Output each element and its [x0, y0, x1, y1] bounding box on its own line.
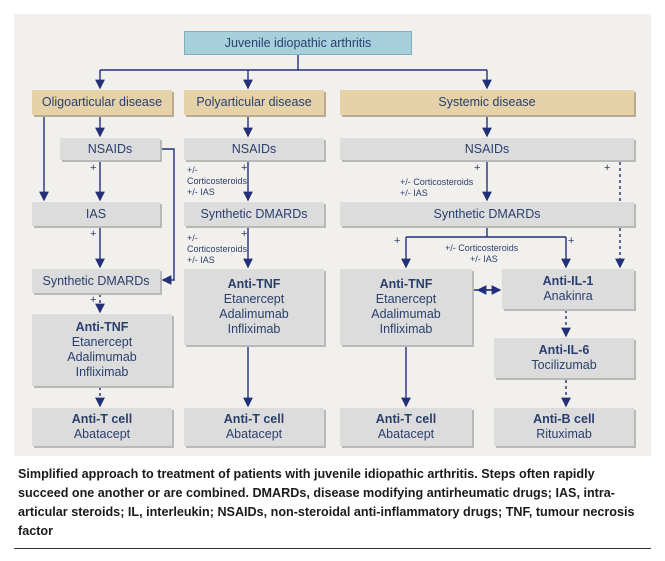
- poly-anti-t-title: Anti-T cell: [223, 412, 285, 426]
- caption-rule: [14, 548, 651, 549]
- sys-anti-b-cell: Anti-B cell Rituximab: [494, 408, 634, 446]
- oligo-nsaids: NSAIDs: [60, 138, 160, 160]
- oligo-adalimumab: Adalimumab: [67, 350, 137, 364]
- sys-etanercept: Etanercept: [375, 292, 437, 306]
- poly-pm-label-1: +/-: [187, 165, 198, 175]
- sys-plus-il1-2: +: [568, 235, 575, 247]
- oligo-etanercept: Etanercept: [71, 335, 133, 349]
- poly-anti-tnf: Anti-TNF Etanercept Adalimumab Inflixima…: [184, 269, 324, 345]
- poly-abatacept: Abatacept: [225, 427, 283, 441]
- sys-anti-b-title: Anti-B cell: [533, 412, 595, 426]
- oligo-plus-1: +: [90, 162, 97, 174]
- sys-anti-il1-title: Anti-IL-1: [542, 274, 594, 288]
- oligo-nsaids-label: NSAIDs: [87, 141, 133, 156]
- sys-anti-t-title: Anti-T cell: [375, 412, 437, 426]
- sys-anti-t-cell: Anti-T cell Abatacept: [340, 408, 472, 446]
- poly-plus-1: +: [241, 162, 248, 174]
- sys-plus-tnf: +: [394, 235, 401, 247]
- poly-etanercept: Etanercept: [223, 292, 285, 306]
- sys-rituximab: Rituximab: [536, 427, 592, 441]
- header-systemic: Systemic disease: [340, 90, 634, 115]
- sys-adalimumab: Adalimumab: [371, 307, 441, 321]
- sys-nsaids: NSAIDs: [340, 138, 634, 160]
- sys-anti-il1: Anti-IL-1 Anakinra: [502, 269, 634, 309]
- sys-nsaids-label: NSAIDs: [464, 141, 510, 156]
- poly-nsaids-label: NSAIDs: [231, 141, 277, 156]
- poly-ias-label-1: +/- IAS: [187, 187, 215, 197]
- poly-plus-2: +: [241, 228, 248, 240]
- poly-infliximab: Infliximab: [227, 322, 281, 336]
- sys-anti-tnf: Anti-TNF Etanercept Adalimumab Inflixima…: [340, 269, 472, 345]
- sys-cortico-label-1: +/- Corticosteroids: [400, 177, 474, 187]
- poly-anti-tnf-title: Anti-TNF: [227, 277, 281, 291]
- root-label: Juvenile idiopathic arthritis: [224, 35, 372, 50]
- oligo-synthetic-dmards: Synthetic DMARDs: [32, 269, 160, 293]
- sys-anakinra: Anakinra: [543, 289, 593, 303]
- sys-cortico-label-2: +/- Corticosteroids: [445, 243, 519, 253]
- oligo-anti-tnf: Anti-TNF Etanercept Adalimumab Inflixima…: [32, 314, 172, 386]
- oligo-ias: IAS: [32, 202, 160, 226]
- oligo-anti-t-cell: Anti-T cell Abatacept: [32, 408, 172, 446]
- oligo-plus-3: +: [90, 294, 97, 306]
- poly-anti-t-cell: Anti-T cell Abatacept: [184, 408, 324, 446]
- header-polyarticular-label: Polyarticular disease: [196, 95, 312, 109]
- sys-anti-il6: Anti-IL-6 Tocilizumab: [494, 338, 634, 378]
- sys-ias-label-2: +/- IAS: [470, 254, 498, 264]
- oligo-plus-2: +: [90, 228, 97, 240]
- poly-dmards-label: Synthetic DMARDs: [200, 206, 308, 221]
- header-polyarticular: Polyarticular disease: [184, 90, 324, 115]
- sys-dmards-label: Synthetic DMARDs: [433, 206, 541, 221]
- sys-anti-il6-title: Anti-IL-6: [538, 343, 590, 357]
- sys-plus-1: +: [474, 162, 481, 174]
- poly-cortico-label-2: Corticosteroids: [187, 244, 248, 254]
- poly-nsaids: NSAIDs: [184, 138, 324, 160]
- sys-ias-label-1: +/- IAS: [400, 188, 428, 198]
- oligo-anti-tnf-title: Anti-TNF: [75, 320, 129, 334]
- poly-adalimumab: Adalimumab: [219, 307, 289, 321]
- oligo-abatacept: Abatacept: [73, 427, 131, 441]
- header-systemic-label: Systemic disease: [438, 95, 536, 109]
- header-oligoarticular-label: Oligoarticular disease: [41, 95, 163, 109]
- figure-caption: Simplified approach to treatment of pati…: [18, 467, 635, 538]
- poly-pm-label-2: +/-: [187, 233, 198, 243]
- header-oligoarticular: Oligoarticular disease: [32, 90, 172, 115]
- oligo-anti-t-title: Anti-T cell: [71, 412, 133, 426]
- sys-synthetic-dmards: Synthetic DMARDs: [340, 202, 634, 226]
- poly-synthetic-dmards: Synthetic DMARDs: [184, 202, 324, 226]
- poly-cortico-label-1: Corticosteroids: [187, 176, 248, 186]
- sys-plus-il1: +: [604, 162, 611, 174]
- sys-anti-tnf-title: Anti-TNF: [379, 277, 433, 291]
- oligo-ias-label: IAS: [85, 206, 107, 221]
- oligo-dmards-label: Synthetic DMARDs: [42, 273, 150, 288]
- sys-tocilizumab: Tocilizumab: [531, 358, 597, 372]
- poly-ias-label-2: +/- IAS: [187, 255, 215, 265]
- sys-infliximab: Infliximab: [379, 322, 433, 336]
- oligo-infliximab: Infliximab: [75, 365, 129, 379]
- sys-abatacept: Abatacept: [377, 427, 435, 441]
- root-node: Juvenile idiopathic arthritis: [184, 31, 412, 55]
